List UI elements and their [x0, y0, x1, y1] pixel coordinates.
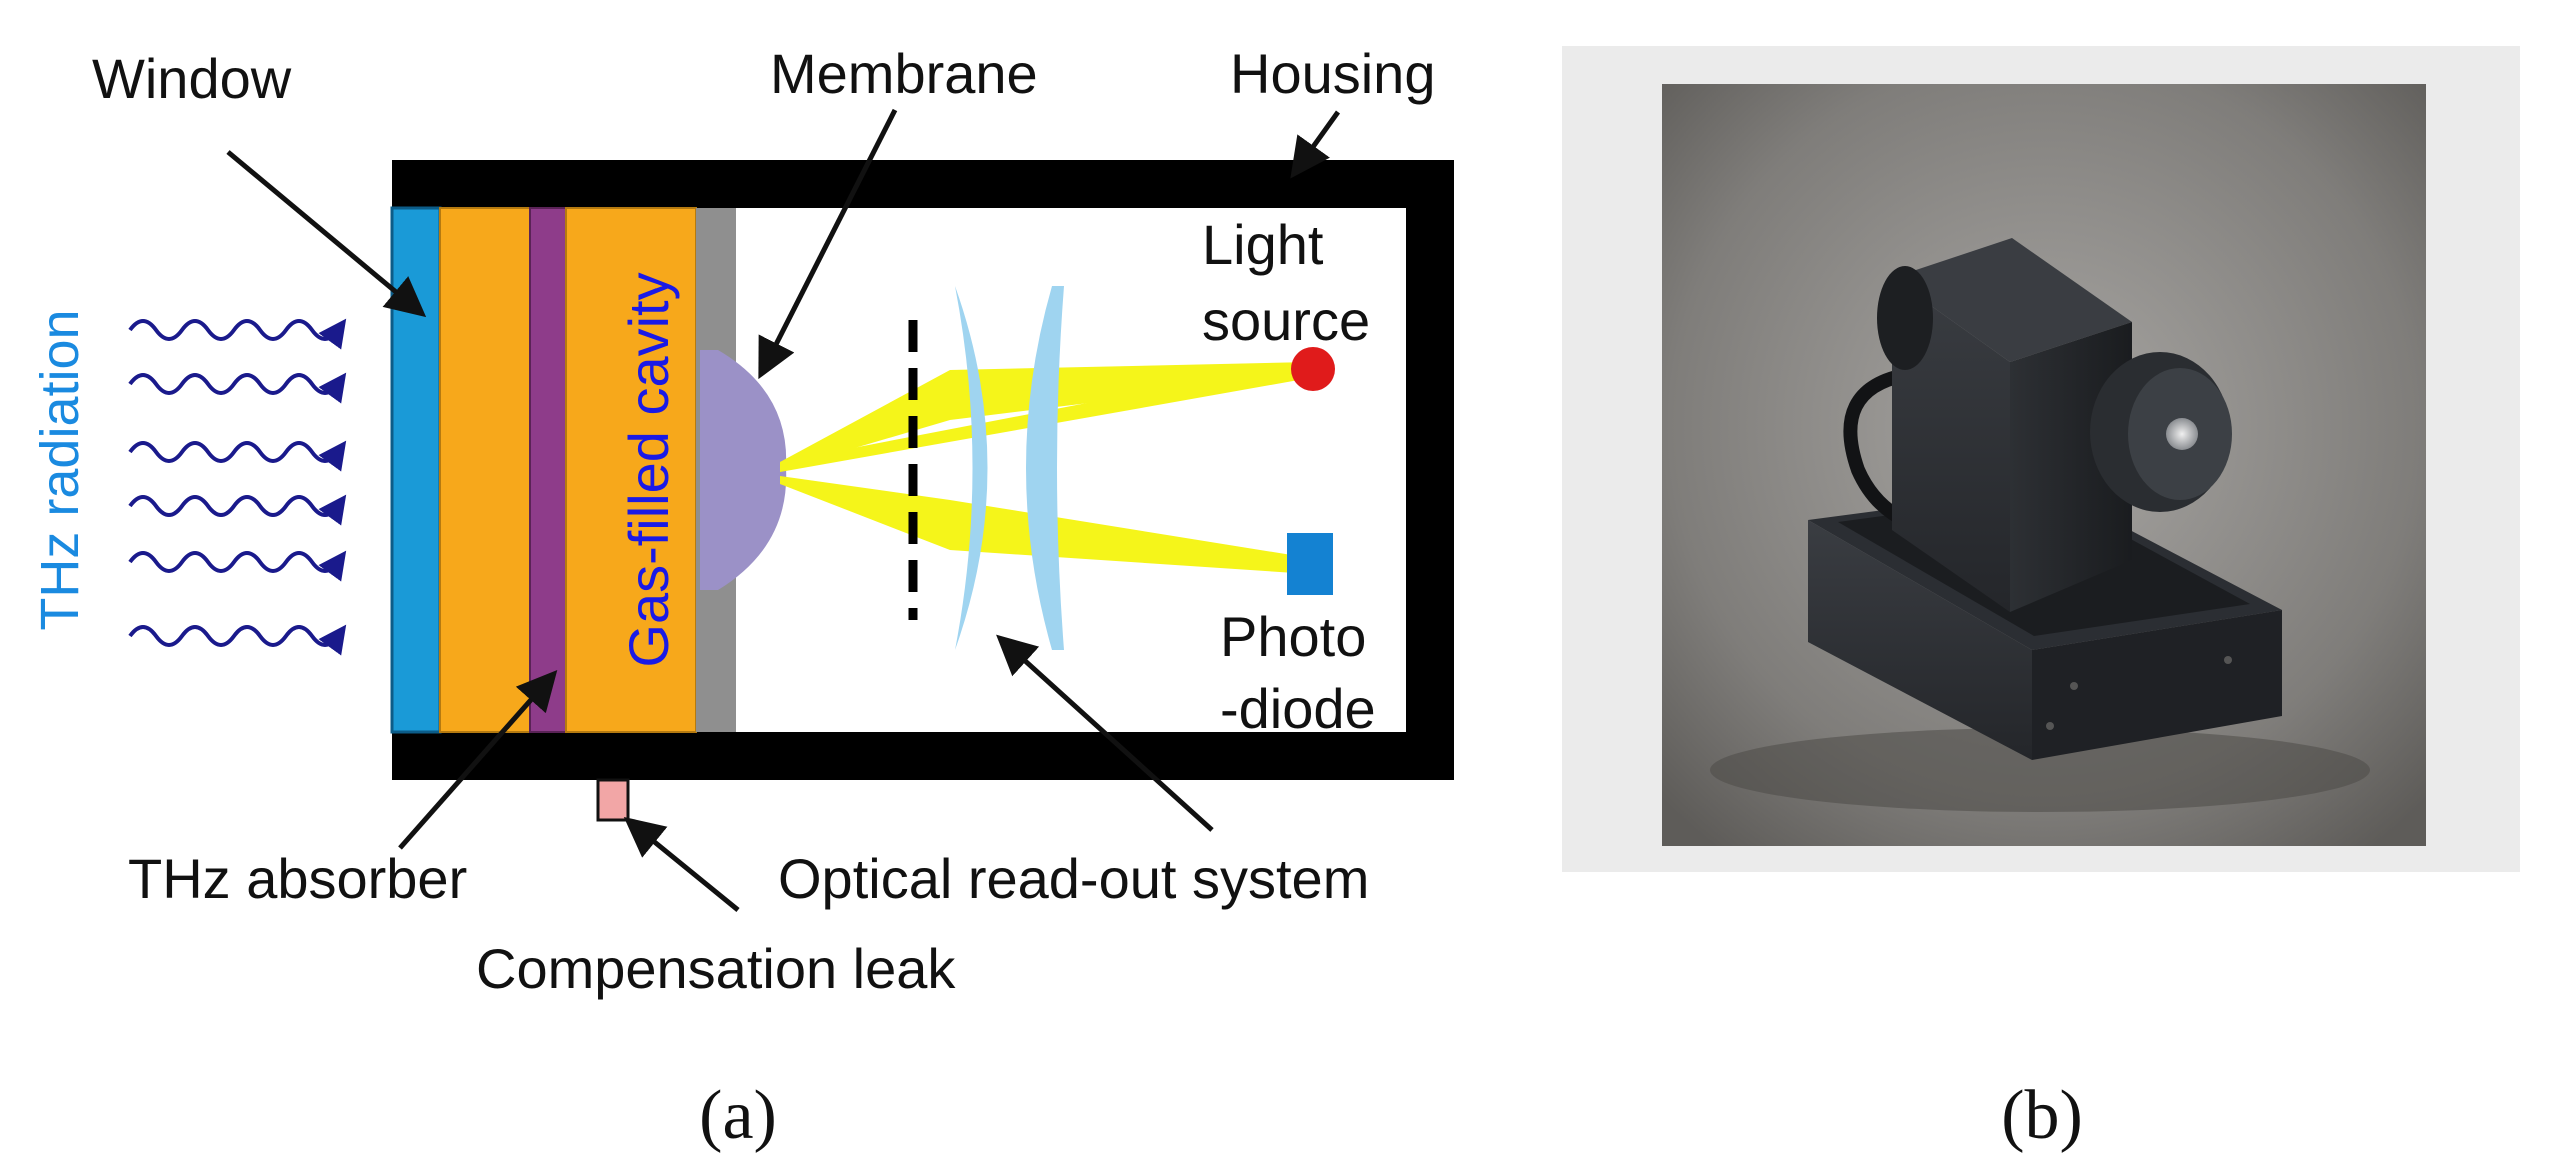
absorber-region — [439, 207, 531, 733]
housing-right-wall — [1406, 160, 1454, 780]
lens-left — [955, 286, 988, 650]
rear-cylinder — [1877, 266, 1933, 370]
diagram-labels: Window Membrane Housing Light source Pho… — [92, 42, 1435, 1000]
caption-a: (a) — [699, 1077, 777, 1154]
wave-3 — [128, 440, 347, 472]
wave-1 — [128, 318, 347, 350]
lens-right — [1026, 286, 1064, 650]
thz-radiation-label: THz radiation — [30, 309, 90, 630]
membrane — [700, 350, 787, 590]
thz-absorber-label: THz absorber — [128, 847, 467, 910]
wave-2 — [128, 372, 347, 404]
housing-bottom-wall — [392, 732, 1454, 780]
photodiode-label-line2: -diode — [1220, 677, 1376, 740]
leak-arrow — [623, 816, 740, 912]
window-arrow — [226, 150, 427, 318]
leader-arrows — [226, 108, 1341, 912]
screw-2 — [2224, 656, 2232, 664]
light-source-dot — [1291, 347, 1335, 391]
caption-b: (b) — [2001, 1077, 2083, 1154]
light-source-label-line2: source — [1202, 289, 1370, 352]
housing-label: Housing — [1230, 42, 1435, 105]
head-top — [1892, 238, 2132, 362]
photo-b — [1562, 46, 2520, 872]
housing — [392, 160, 1454, 780]
wave-5 — [128, 550, 347, 582]
optical-readout-label: Optical read-out system — [778, 847, 1369, 910]
golay-cell-device-photo — [1710, 238, 2370, 812]
window-layer — [390, 206, 442, 734]
incoming-beam-wide — [780, 362, 1310, 470]
absorber-arrow — [398, 670, 558, 850]
diagram-a: Gas-filled cavity THz radiation — [30, 42, 1454, 1000]
device-shadow — [1710, 728, 2370, 812]
light-source-label-line1: Light — [1202, 213, 1324, 276]
wave-4 — [128, 494, 347, 526]
readout-arrow — [996, 634, 1214, 832]
window-label: Window — [92, 47, 292, 110]
wave-6 — [128, 624, 347, 656]
thz-radiation-waves — [128, 318, 347, 656]
absorber-film — [529, 207, 567, 733]
photodiode-square — [1287, 533, 1333, 595]
screw-3 — [2046, 722, 2054, 730]
compensation-leak — [596, 778, 630, 822]
head-front-plate — [1892, 278, 2010, 612]
gas-cavity-label: Gas-filled cavity — [617, 272, 680, 667]
photodiode-label-line1: Photo — [1220, 605, 1366, 668]
compensation-leak-label: Compensation leak — [476, 937, 956, 1000]
housing-top-wall — [392, 160, 1454, 208]
base-front — [1808, 520, 2032, 760]
base-side — [2032, 610, 2282, 760]
housing-arrow — [1290, 110, 1341, 179]
membrane-arrow — [758, 108, 898, 380]
membrane-label: Membrane — [770, 42, 1038, 105]
lens-aperture — [2166, 418, 2198, 450]
screw-1 — [2070, 682, 2078, 690]
